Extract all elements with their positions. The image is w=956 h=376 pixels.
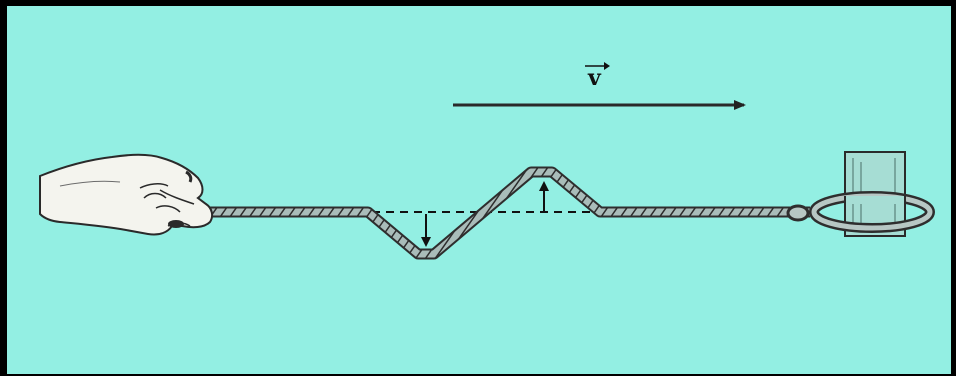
diagram-panel: v [7,6,951,374]
velocity-label: v [587,65,602,91]
rope [206,166,810,260]
hand-icon [39,153,214,236]
rope-loop [786,191,935,233]
wave-diagram: v [39,62,935,260]
velocity-label-group: v [585,62,610,91]
